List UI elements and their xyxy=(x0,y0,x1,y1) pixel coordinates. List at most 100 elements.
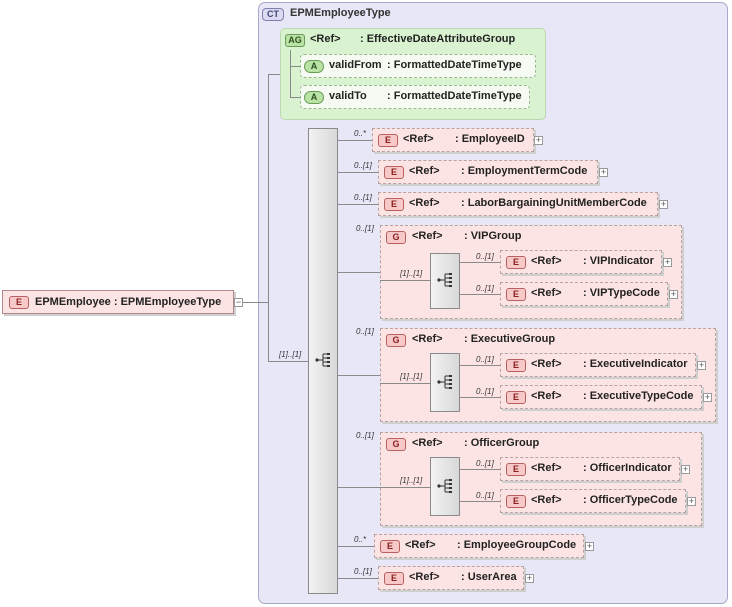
element-executive-type-code[interactable]: E <Ref> : ExecutiveTypeCode xyxy=(500,385,702,409)
connector-line xyxy=(338,140,372,141)
group-sequence-cardinality: [1]..[1] xyxy=(400,269,423,278)
element-badge: E xyxy=(380,540,400,553)
element-vip-indicator[interactable]: E <Ref> : VIPIndicator xyxy=(500,250,662,274)
element-employee-id[interactable]: E <Ref> : EmployeeID xyxy=(372,128,534,152)
element-cardinality: 0..[1] xyxy=(476,459,494,468)
element-cardinality: 0..[1] xyxy=(354,567,372,576)
element-cardinality: 0..[1] xyxy=(476,355,494,364)
element-officer-type-code[interactable]: E <Ref> : OfficerTypeCode xyxy=(500,489,686,513)
attribute-group-ref: <Ref> xyxy=(310,33,341,45)
element-ref: <Ref> xyxy=(531,287,562,299)
element-badge: E xyxy=(384,572,404,585)
element-cardinality: 0..* xyxy=(354,535,367,544)
group-cardinality: 0..[1] xyxy=(356,327,374,336)
element-cardinality: 0..[1] xyxy=(476,284,494,293)
element-badge: E xyxy=(9,296,29,309)
element-employment-term-code[interactable]: E <Ref> : EmploymentTermCode xyxy=(378,160,598,184)
element-ref: <Ref> xyxy=(405,539,436,551)
connector-line xyxy=(290,50,291,98)
expand-icon[interactable]: + xyxy=(669,289,678,299)
expand-icon[interactable]: + xyxy=(687,496,696,506)
group-ref: <Ref> xyxy=(412,230,443,242)
element-officer-indicator[interactable]: E <Ref> : OfficerIndicator xyxy=(500,457,680,481)
attribute-valid-to[interactable]: A validTo : FormattedDateTimeType xyxy=(300,85,530,109)
connector-line xyxy=(290,97,300,98)
connector-line xyxy=(380,280,430,281)
connector-line xyxy=(338,272,380,273)
sequence-icon xyxy=(437,273,452,287)
element-cardinality: 0..[1] xyxy=(354,193,372,202)
root-element-box[interactable]: E EPMEmployee : EPMEmployeeType xyxy=(2,290,234,314)
element-cardinality: 0..[1] xyxy=(476,387,494,396)
connector-line xyxy=(243,302,268,303)
element-cardinality: 0..[1] xyxy=(354,161,372,170)
element-labor-bargaining-unit-member-code[interactable]: E <Ref> : LaborBargainingUnitMemberCode xyxy=(378,192,658,216)
attribute-badge: A xyxy=(304,91,324,104)
connector-line xyxy=(338,375,380,376)
expand-icon[interactable]: + xyxy=(681,464,690,474)
connector-line xyxy=(338,204,378,205)
element-type: : UserArea xyxy=(461,571,517,583)
element-executive-indicator[interactable]: E <Ref> : ExecutiveIndicator xyxy=(500,353,696,377)
expand-icon[interactable]: + xyxy=(599,167,608,177)
element-badge: E xyxy=(506,463,526,476)
connector-line xyxy=(460,262,500,263)
attribute-type: : FormattedDateTimeType xyxy=(387,90,522,102)
group-ref: <Ref> xyxy=(412,333,443,345)
root-element-label: EPMEmployee : EPMEmployeeType xyxy=(35,296,222,308)
element-badge: E xyxy=(506,391,526,404)
attribute-valid-from[interactable]: A validFrom : FormattedDateTimeType xyxy=(300,54,536,78)
group-type: : ExecutiveGroup xyxy=(464,333,556,345)
element-cardinality: 0..[1] xyxy=(476,252,494,261)
expand-icon[interactable]: + xyxy=(703,392,712,402)
connector-line xyxy=(338,578,378,579)
expand-icon[interactable]: + xyxy=(659,199,668,209)
element-type: : LaborBargainingUnitMemberCode xyxy=(461,197,647,209)
connector-line xyxy=(380,487,430,488)
attribute-group-badge: AG xyxy=(285,34,305,47)
group-ref: <Ref> xyxy=(412,437,443,449)
element-ref: <Ref> xyxy=(409,165,440,177)
element-type: : VIPTypeCode xyxy=(583,287,660,299)
element-badge: E xyxy=(506,359,526,372)
expand-icon[interactable]: + xyxy=(525,573,534,583)
connector-line xyxy=(338,487,380,488)
group-cardinality: 0..[1] xyxy=(356,431,374,440)
element-type: : ExecutiveTypeCode xyxy=(583,390,694,402)
connector-line xyxy=(460,365,500,366)
sequence-cardinality: [1]..[1] xyxy=(279,350,302,359)
sequence-icon xyxy=(315,353,330,367)
element-ref: <Ref> xyxy=(531,358,562,370)
connector-line xyxy=(268,361,308,362)
expand-icon[interactable]: + xyxy=(585,541,594,551)
attribute-type: : FormattedDateTimeType xyxy=(387,59,522,71)
connector-line xyxy=(460,294,500,295)
expand-icon[interactable]: + xyxy=(663,257,672,267)
group-sequence-cardinality: [1]..[1] xyxy=(400,476,423,485)
element-type: : EmployeeGroupCode xyxy=(457,539,577,551)
group-sequence-cardinality: [1]..[1] xyxy=(400,372,423,381)
element-badge: E xyxy=(384,198,404,211)
element-type: : OfficerTypeCode xyxy=(583,494,678,506)
element-type: : EmployeeID xyxy=(455,133,525,145)
connector-line xyxy=(268,74,280,75)
element-user-area[interactable]: E <Ref> : UserArea xyxy=(378,566,524,590)
expand-icon[interactable]: + xyxy=(534,135,543,145)
group-badge: G xyxy=(386,231,406,244)
element-ref: <Ref> xyxy=(409,571,440,583)
element-badge: E xyxy=(506,495,526,508)
collapse-icon[interactable]: − xyxy=(234,297,243,307)
attribute-badge: A xyxy=(304,60,324,73)
attribute-name: validTo xyxy=(329,90,367,102)
connector-line xyxy=(268,74,269,362)
group-cardinality: 0..[1] xyxy=(356,224,374,233)
element-cardinality: 0..[1] xyxy=(476,491,494,500)
element-type: : EmploymentTermCode xyxy=(461,165,588,177)
attribute-group-type: : EffectiveDateAttributeGroup xyxy=(360,33,516,45)
expand-icon[interactable]: + xyxy=(697,360,706,370)
sequence-icon xyxy=(437,375,452,389)
connector-line xyxy=(460,469,500,470)
element-vip-type-code[interactable]: E <Ref> : VIPTypeCode xyxy=(500,282,668,306)
element-employee-group-code[interactable]: E <Ref> : EmployeeGroupCode xyxy=(374,534,584,558)
connector-line xyxy=(290,66,300,67)
